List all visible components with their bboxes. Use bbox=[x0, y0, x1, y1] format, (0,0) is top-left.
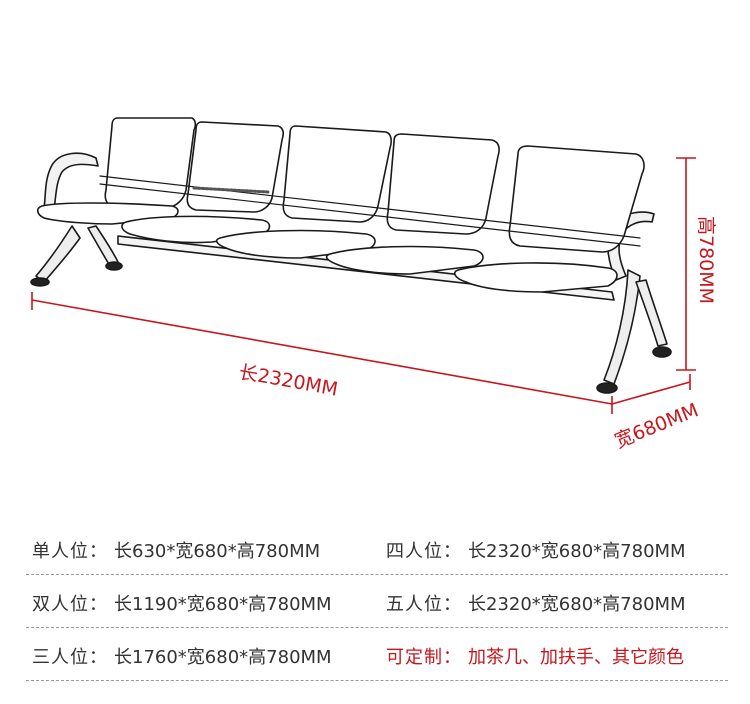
spec-label: 可定制： bbox=[386, 647, 462, 668]
spec-triple-seat: 三人位： 长1760*宽680*高780MM bbox=[32, 643, 332, 669]
width-dimension-label: 宽680MM bbox=[612, 399, 702, 452]
spec-label: 单人位： bbox=[32, 541, 108, 562]
table-row: 单人位： 长630*宽680*高780MM 四人位： 长2320*宽680*高780… bbox=[26, 522, 728, 575]
spec-single-seat: 单人位： 长630*宽680*高780MM bbox=[32, 537, 320, 563]
spec-label: 五人位： bbox=[386, 594, 462, 615]
spec-double-seat: 双人位： 长1190*宽680*高780MM bbox=[32, 590, 332, 616]
length-dimension-label: 长2320MM bbox=[237, 361, 339, 400]
spec-value: 长630*宽680*高780MM bbox=[114, 541, 321, 562]
spec-value: 长2320*宽680*高780MM bbox=[468, 541, 686, 562]
spec-customizable: 可定制： 加茶几、加扶手、其它颜色 bbox=[386, 643, 684, 669]
spec-five-seat: 五人位： 长2320*宽680*高780MM bbox=[386, 590, 686, 616]
five-seat-bench-illustration bbox=[30, 117, 672, 394]
spec-value: 长1760*宽680*高780MM bbox=[114, 647, 332, 668]
spec-label: 双人位： bbox=[32, 594, 108, 615]
spec-value: 长1190*宽680*高780MM bbox=[114, 594, 332, 615]
spec-four-seat: 四人位： 长2320*宽680*高780MM bbox=[386, 537, 686, 563]
spec-table: 单人位： 长630*宽680*高780MM 四人位： 长2320*宽680*高780… bbox=[26, 522, 728, 681]
height-dimension-label: 高780MM bbox=[695, 216, 717, 304]
spec-value: 加茶几、加扶手、其它颜色 bbox=[468, 647, 684, 668]
table-row: 双人位： 长1190*宽680*高780MM 五人位： 长2320*宽680*高78… bbox=[26, 575, 728, 628]
bench-drawing: 长2320MM 宽680MM 高780MM bbox=[30, 117, 717, 453]
spec-value: 长2320*宽680*高780MM bbox=[468, 594, 686, 615]
table-row: 三人位： 长1760*宽680*高780MM 可定制： 加茶几、加扶手、其它颜色 bbox=[26, 628, 728, 681]
spec-label: 三人位： bbox=[32, 647, 108, 668]
spec-label: 四人位： bbox=[386, 541, 462, 562]
